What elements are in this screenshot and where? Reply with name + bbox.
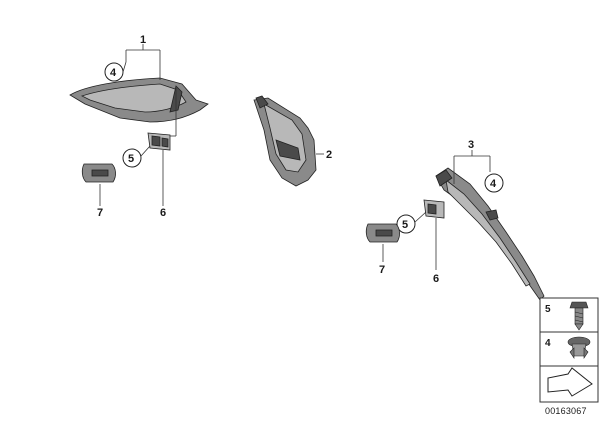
callout-part-7-b: 7	[379, 264, 385, 276]
cap-part-7-a	[81, 163, 116, 183]
bracket-part-6-a	[147, 132, 171, 151]
callout-part-7-a: 7	[97, 207, 103, 219]
callout-part-3: 3	[468, 139, 474, 151]
trim-panel-part-1	[69, 77, 209, 123]
callout-part-2: 2	[326, 149, 332, 161]
long-trim-part-3	[435, 167, 545, 301]
fastener-legend: 5 4	[539, 297, 599, 403]
cap-part-7-b	[365, 223, 400, 243]
pillar-trim-part-2	[253, 95, 317, 187]
callout-circle-5-b: 5	[396, 214, 416, 234]
callout-circle-4-b-label: 4	[490, 178, 497, 190]
diagram-number: 00163067	[545, 406, 587, 416]
callout-part-6-a: 6	[160, 207, 166, 219]
callout-circle-4-a-label: 4	[110, 67, 117, 79]
callout-circle-4-b: 4	[484, 173, 504, 193]
screw-icon	[569, 301, 589, 331]
arrow-outline-icon	[547, 367, 593, 397]
clip-icon	[567, 336, 591, 359]
legend-row-4-label: 4	[545, 338, 551, 349]
callout-circle-4-a: 4	[104, 62, 124, 82]
callout-circle-5-a: 5	[122, 148, 142, 168]
callout-part-6-b: 6	[433, 273, 439, 285]
callout-part-1: 1	[140, 34, 146, 46]
legend-row-5-label: 5	[545, 304, 551, 315]
callout-circle-5-b-label: 5	[402, 219, 408, 231]
callout-circle-5-a-label: 5	[128, 153, 134, 165]
bracket-part-6-b	[423, 199, 445, 219]
